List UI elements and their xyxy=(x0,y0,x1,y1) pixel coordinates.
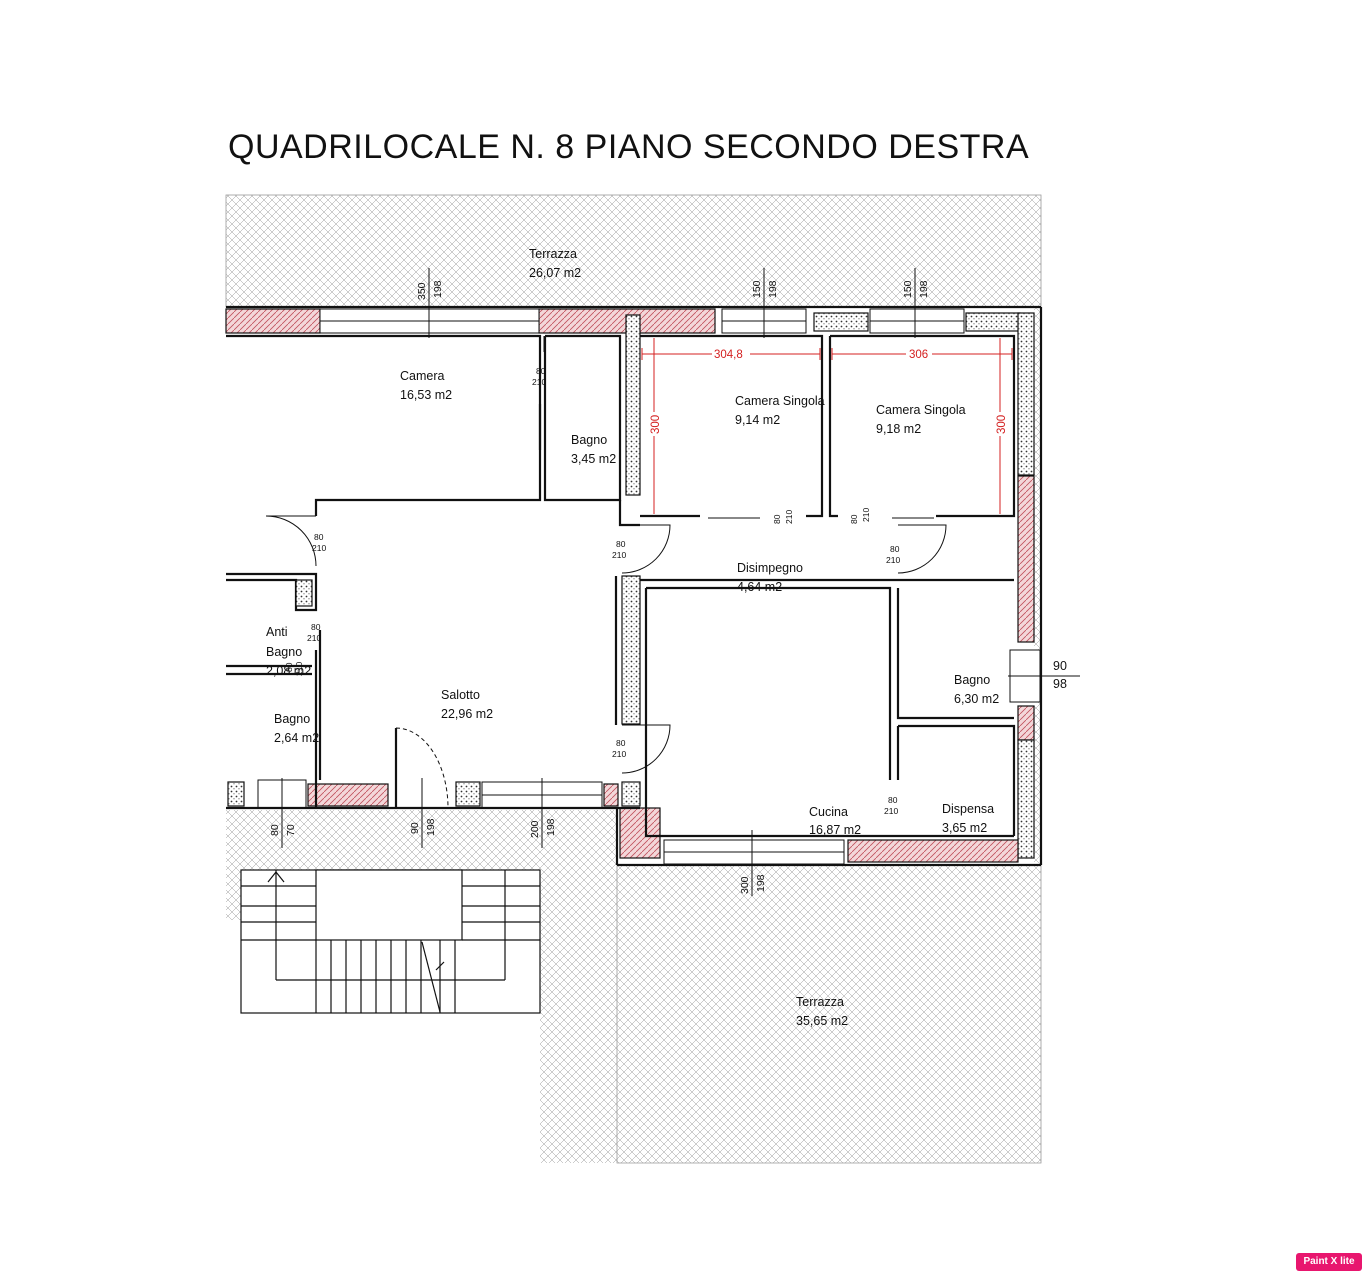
red-dim-singola1-width: 304,8 xyxy=(714,349,743,361)
window-5-width: 90 xyxy=(409,822,421,834)
wall-bottom-dot-1 xyxy=(227,781,245,807)
wall-inner-dot-2 xyxy=(621,575,641,725)
wall-inner-dot-1 xyxy=(625,314,641,496)
door-bagno3-height: 210 xyxy=(886,555,900,565)
door-camera-width: 80 xyxy=(536,366,546,376)
room-camera-area: 16,53 m2 xyxy=(400,388,452,402)
door-antibagno-width: 80 xyxy=(311,622,321,632)
door-salotto-height: 210 xyxy=(312,543,326,553)
door-swing-disimpegno-2 xyxy=(897,524,947,574)
window-5-height: 198 xyxy=(425,818,437,836)
wall-bottom-dot-2 xyxy=(455,781,481,807)
plan-title: QUADRILOCALE N. 8 PIANO SECONDO DESTRA xyxy=(228,128,1029,166)
room-singola2-area: 9,18 m2 xyxy=(876,422,921,436)
wall-bottom-hatch-1 xyxy=(619,807,661,859)
window-1-width: 350 xyxy=(416,282,428,300)
room-disimpegno-area: 4,64 m2 xyxy=(737,580,782,594)
door-swing-salotto xyxy=(265,515,317,567)
terrace-top-area xyxy=(225,194,1042,308)
room-dispensa-area: 3,65 m2 xyxy=(942,821,987,835)
room-singola1-area: 9,14 m2 xyxy=(735,413,780,427)
window-6-width: 200 xyxy=(529,820,541,838)
window-3-height: 198 xyxy=(918,280,930,298)
window-2-width: 150 xyxy=(751,280,763,298)
window-1-height: 198 xyxy=(432,280,444,298)
room-dispensa-name: Dispensa xyxy=(942,802,994,816)
app-watermark-badge: Paint X lite xyxy=(1296,1253,1362,1271)
wall-inner-dot-3 xyxy=(295,579,313,607)
room-cucina-area: 16,87 m2 xyxy=(809,823,861,837)
wall-bottom-dot-3 xyxy=(621,781,641,807)
window-4-width: 80 xyxy=(269,824,281,836)
door-disimpegno-width: 80 xyxy=(616,539,626,549)
door-disimpegno-height: 210 xyxy=(612,550,626,560)
wall-bottom-hatch-4 xyxy=(603,783,619,807)
room-singola1-name: Camera Singola xyxy=(735,394,825,408)
red-dim-singola2-height: 300 xyxy=(996,415,1008,434)
red-dim-singola2-width: 306 xyxy=(909,349,928,361)
room-bagno1-area: 3,45 m2 xyxy=(571,452,616,466)
room-antibagno-name1: Anti xyxy=(266,625,288,639)
room-terrazza-top-area: 26,07 m2 xyxy=(529,266,581,280)
terrace-below-stairs xyxy=(540,865,617,1163)
window-4-height: 70 xyxy=(285,824,297,836)
wall-right-dot-bottom xyxy=(1017,739,1035,859)
wall-right-hatch-mid xyxy=(1017,705,1035,741)
room-bagno2-name: Bagno xyxy=(274,712,310,726)
wall-right-dot-top xyxy=(1017,312,1035,476)
door-antibagno-inner-width: 80 xyxy=(284,662,294,672)
door-cucina-height: 210 xyxy=(612,749,626,759)
window-7-width: 300 xyxy=(739,876,751,894)
door-dispensa-height: 210 xyxy=(884,806,898,816)
door-camera-height: 210 xyxy=(532,377,546,387)
window-7-height: 198 xyxy=(755,874,767,892)
room-salotto-area: 22,96 m2 xyxy=(441,707,493,721)
room-terrazza-bottom-area: 35,65 m2 xyxy=(796,1014,848,1028)
window-8-width: 90 xyxy=(1053,659,1067,673)
room-bagno1-name: Bagno xyxy=(571,433,607,447)
wall-right-hatch-top xyxy=(1017,475,1035,643)
room-antibagno-name2: Bagno xyxy=(266,645,302,659)
door-dispensa-width: 80 xyxy=(888,795,898,805)
wall-bottom-hatch-2 xyxy=(847,839,1019,863)
door-antibagno-inner-height: 210 xyxy=(294,662,304,676)
wall-top-dot-1 xyxy=(813,312,869,332)
door-salotto-width: 80 xyxy=(314,532,324,542)
wall-top-dot-2 xyxy=(965,312,1021,332)
terrace-left-edge xyxy=(226,868,240,920)
red-dim-singola1-height: 300 xyxy=(650,415,662,434)
door-swing-cucina xyxy=(621,724,671,774)
room-camera-name: Camera xyxy=(400,369,445,383)
staircase xyxy=(240,869,541,1014)
door-bagno3-width: 80 xyxy=(890,544,900,554)
room-salotto-name: Salotto xyxy=(441,688,480,702)
room-terrazza-bottom-name: Terrazza xyxy=(796,995,844,1009)
door-singola1-height: 210 xyxy=(784,510,794,524)
window-6-height: 198 xyxy=(545,818,557,836)
door-swing-disimpegno-1 xyxy=(621,524,671,574)
door-singola2-height: 210 xyxy=(861,508,871,522)
room-antibagno-area: 2,08 m2 xyxy=(266,664,311,678)
door-singola2-width: 80 xyxy=(849,514,859,524)
window-2-height: 198 xyxy=(767,280,779,298)
room-terrazza-top-name: Terrazza xyxy=(529,247,577,261)
door-cucina-width: 80 xyxy=(616,738,626,748)
room-singola2-name: Camera Singola xyxy=(876,403,966,417)
door-singola1-width: 80 xyxy=(772,514,782,524)
window-8-height: 98 xyxy=(1053,677,1067,691)
wall-top-hatch-1 xyxy=(225,308,321,334)
terrace-right-strip xyxy=(1034,195,1041,865)
room-disimpegno-name: Disimpegno xyxy=(737,561,803,575)
room-bagno2-area: 2,64 m2 xyxy=(274,731,319,745)
dimension-lines xyxy=(281,268,1080,896)
door-antibagno-height: 210 xyxy=(307,633,321,643)
window-3-width: 150 xyxy=(902,280,914,298)
room-bagno3-area: 6,30 m2 xyxy=(954,692,999,706)
wall-bottom-hatch-3 xyxy=(307,783,389,807)
room-cucina-name: Cucina xyxy=(809,805,848,819)
room-bagno3-name: Bagno xyxy=(954,673,990,687)
